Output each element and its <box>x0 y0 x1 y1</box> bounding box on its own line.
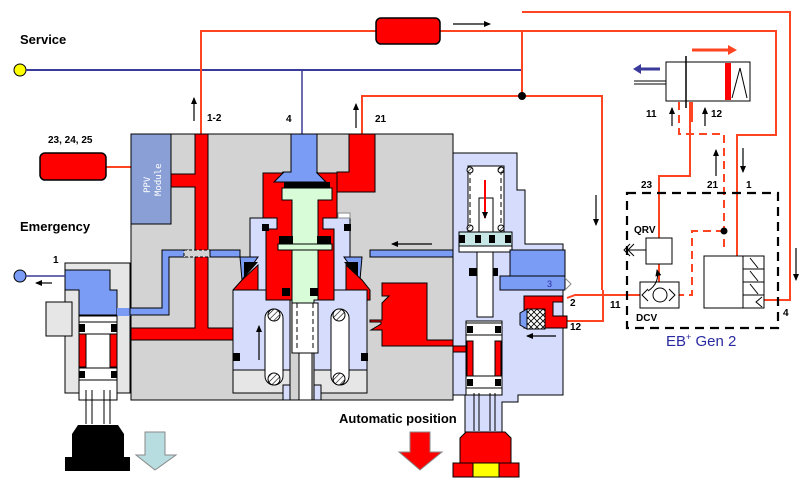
qrv-valve <box>645 237 673 265</box>
reservoirs-label: 23, 24, 25 <box>48 135 93 146</box>
port-4-eb-label: 4 <box>783 308 789 319</box>
eb-gen2-module: 23 21 1 4 QRV DCV EB+ Gen 2 <box>623 180 789 350</box>
junction-dot <box>518 92 526 100</box>
junction-dot <box>720 227 728 235</box>
eb-gen2-label: EB+ Gen 2 <box>666 332 736 350</box>
exhaust-icon <box>623 243 635 257</box>
port-12-cyl-label: 12 <box>711 109 723 120</box>
qrv-label: QRV <box>634 225 656 236</box>
service-port-icon <box>13 63 27 77</box>
port-21-label: 21 <box>375 114 387 125</box>
reservoir-tank-top <box>375 17 441 45</box>
service-label: Service <box>20 32 66 47</box>
ppv-label: PPV <box>143 176 153 193</box>
port-21-eb-label: 21 <box>707 180 719 191</box>
release-arrow-icon <box>134 431 178 471</box>
emergency-valve <box>45 262 178 471</box>
port-3-label: 3 <box>547 279 552 289</box>
port-11-dcv-label: 11 <box>610 300 621 311</box>
port-23-label: 23 <box>641 180 653 191</box>
port-12-label: 12 <box>570 322 582 333</box>
port-1-2-label: 1-2 <box>207 113 222 124</box>
dcv-label: DCV <box>636 313 657 324</box>
port-1-eb-label: 1 <box>746 180 752 191</box>
main-valve-body: PPV Module <box>129 133 456 401</box>
extend-arrow-icon <box>728 45 737 55</box>
service-line <box>13 63 522 134</box>
reservoir-tank-23-24-25 <box>39 152 107 181</box>
ppv-label-2: Module <box>154 163 164 196</box>
port-1-emergency-label: 1 <box>53 255 59 266</box>
actuator-cylinder: 11 12 <box>633 45 751 120</box>
control-lines <box>106 11 791 322</box>
port-4-label: 4 <box>286 114 292 125</box>
ppv-module <box>130 133 172 225</box>
emergency-port-icon <box>13 269 27 283</box>
port-2-label: 2 <box>570 298 576 309</box>
automatic-knob[interactable] <box>459 431 512 464</box>
apply-arrow-icon <box>397 431 444 471</box>
port-11-cyl-label: 11 <box>646 109 657 120</box>
retract-arrow-icon <box>633 64 641 74</box>
automatic-position-label: Automatic position <box>339 411 457 426</box>
automatic-valve: 3 <box>397 152 572 478</box>
emergency-label: Emergency <box>20 219 91 234</box>
emergency-knob[interactable] <box>72 425 124 458</box>
